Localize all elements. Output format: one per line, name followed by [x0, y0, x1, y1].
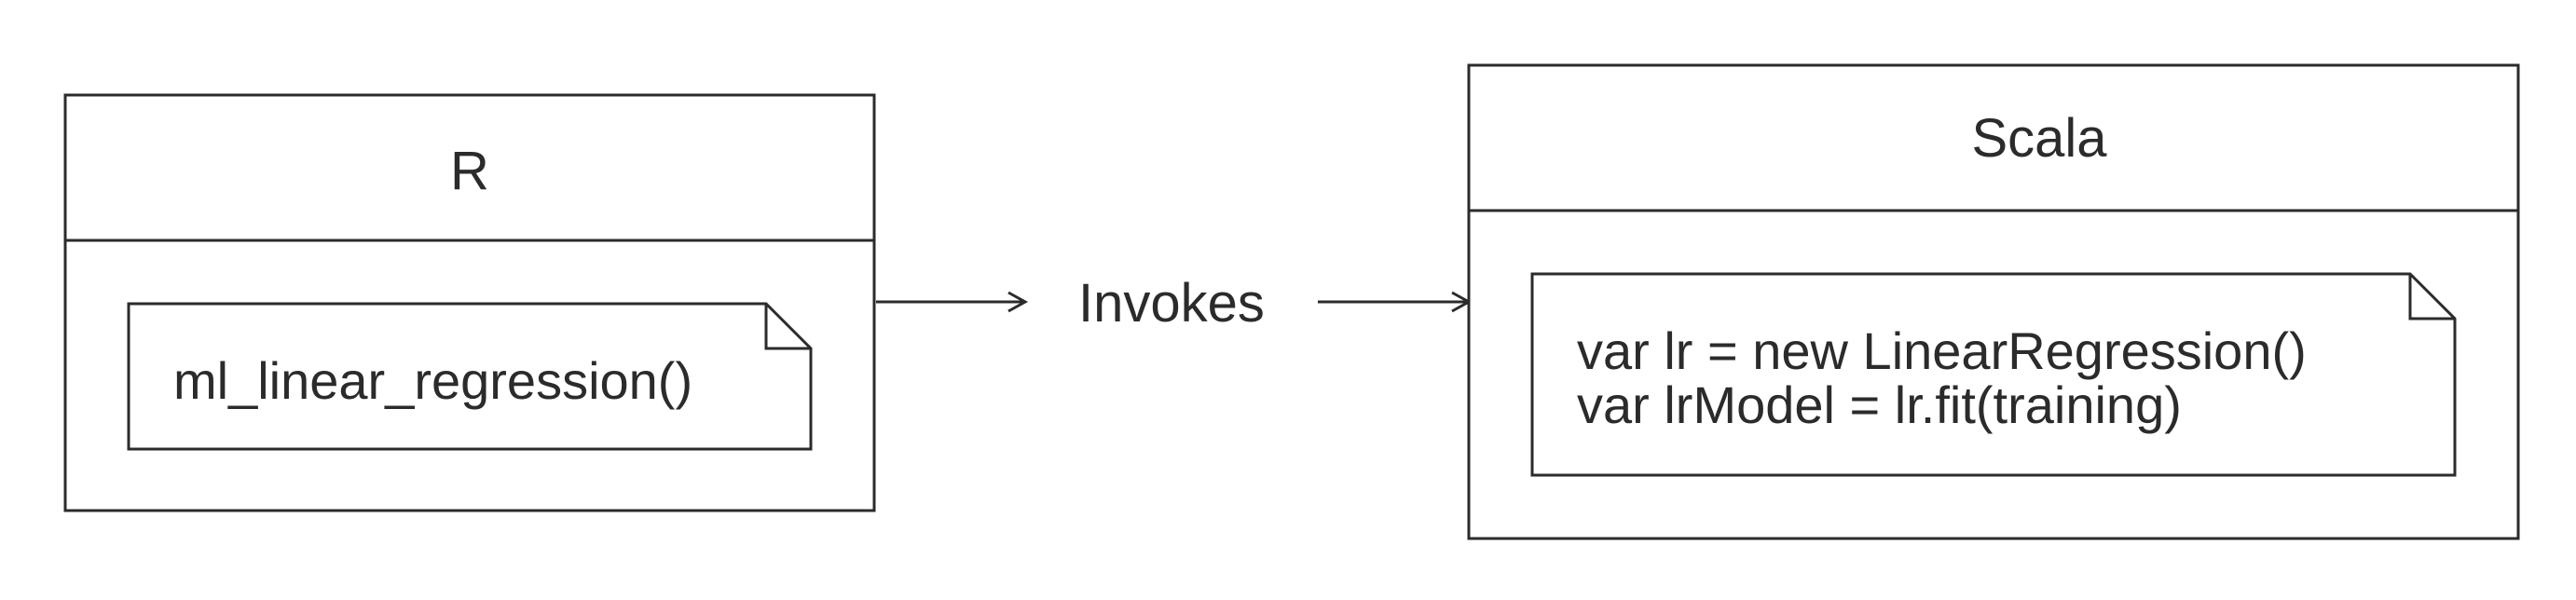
- r-code-line-1: ml_linear_regression(): [173, 351, 692, 410]
- r-package-title: R: [450, 141, 489, 201]
- r-package: R ml_linear_regression(): [63, 93, 876, 512]
- scala-code-line-2: var lrModel = lr.fit(training): [1577, 375, 2182, 434]
- scala-code-line-1: var lr = new LinearRegression(): [1577, 321, 2307, 380]
- scala-code-note-fold-icon: [2408, 274, 2455, 320]
- scala-code-note-frame: [1530, 272, 2457, 477]
- scala-package: Scala var lr = new LinearRegression() va…: [1467, 63, 2520, 540]
- invokes-connector: Invokes: [876, 273, 1473, 334]
- r-code-note-fold-icon: [764, 304, 811, 350]
- r-code-note-frame: [127, 302, 813, 451]
- scala-package-title: Scala: [1971, 108, 2107, 169]
- scala-code-note: var lr = new LinearRegression() var lrMo…: [1530, 272, 2457, 477]
- arrow-head-left-icon: [1007, 291, 1029, 313]
- connector-label: Invokes: [1078, 273, 1265, 334]
- r-code-note: ml_linear_regression(): [127, 302, 813, 451]
